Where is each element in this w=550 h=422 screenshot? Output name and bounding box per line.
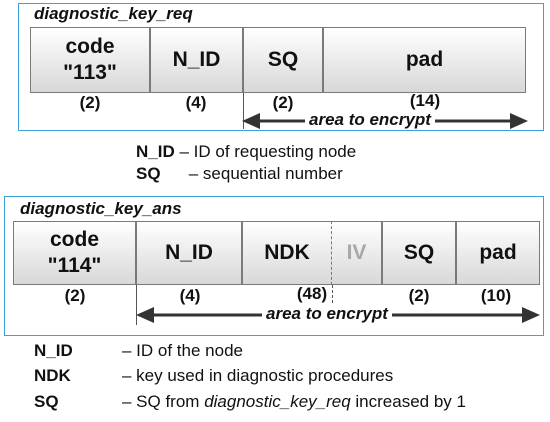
req-pad-cell: pad <box>323 27 526 93</box>
req-frame <box>18 3 544 131</box>
ans-pad-label: pad <box>479 240 517 264</box>
ans-size-sq: (2) <box>408 286 430 305</box>
ans-legend-ndk-desc: – key used in diagnostic procedures <box>122 366 394 385</box>
ans-iv-cell: IV <box>332 221 382 285</box>
req-size-sq: (2) <box>272 93 294 112</box>
req-legend-nid: N_ID – ID of requesting node <box>136 142 356 162</box>
ans-sq-label: SQ <box>403 240 435 264</box>
ans-code-label: code <box>49 227 99 251</box>
ans-code-cell: code "114" <box>13 221 136 285</box>
req-code-label: code <box>65 34 115 58</box>
ans-pad-cell: pad <box>456 221 540 285</box>
ans-legend-sq-term: SQ <box>34 392 59 411</box>
ans-nid-label: N_ID <box>165 240 213 264</box>
req-code-cell: code "113" <box>30 27 150 93</box>
ans-ndk-label: NDK <box>264 240 310 264</box>
ans-legend-nid: N_ID – ID of the node <box>34 341 243 361</box>
req-size-nid: (4) <box>185 93 207 112</box>
ans-title: diagnostic_key_ans <box>20 199 182 218</box>
req-size-code: (2) <box>79 93 101 112</box>
req-encrypt-label: area to encrypt <box>305 110 435 130</box>
ans-legend-sq-ref: diagnostic_key_req <box>204 392 351 411</box>
ans-size-nid: (4) <box>179 286 201 305</box>
ans-size-ndk: (48) <box>296 284 328 303</box>
ans-legend-ndk-term: NDK <box>34 366 71 385</box>
req-legend-sq-desc: – sequential number <box>188 164 343 183</box>
ans-ndk-cell: NDK <box>242 221 332 285</box>
req-legend-nid-term: N_ID <box>136 142 175 161</box>
ans-frame <box>4 196 544 336</box>
ans-size-pad: (10) <box>480 286 512 305</box>
req-size-pad: (14) <box>409 91 441 110</box>
req-legend-nid-desc: – ID of requesting node <box>179 142 357 161</box>
req-nid-cell: N_ID <box>150 27 243 93</box>
ans-encrypt-divider <box>136 285 137 325</box>
ans-legend-nid-desc: – ID of the node <box>122 341 243 360</box>
ans-sq-cell: SQ <box>382 221 456 285</box>
req-nid-label: N_ID <box>172 47 221 71</box>
ans-size-code: (2) <box>64 286 86 305</box>
ans-legend-sq-tail: increased by 1 <box>350 392 466 411</box>
ans-encrypt-label: area to encrypt <box>262 304 392 324</box>
req-code-value: "113" <box>63 61 117 84</box>
req-legend-sq: SQ – sequential number <box>136 164 343 184</box>
ans-nid-cell: N_ID <box>136 221 242 285</box>
ans-legend-ndk: NDK – key used in diagnostic procedures <box>34 366 393 386</box>
req-title: diagnostic_key_req <box>34 4 193 23</box>
ans-iv-label: IV <box>346 240 367 264</box>
ans-legend-sq-desc: – SQ from <box>122 392 205 411</box>
req-sq-cell: SQ <box>243 27 323 93</box>
ans-code-value: "114" <box>47 254 102 277</box>
req-legend-sq-term: SQ <box>136 164 161 183</box>
ans-legend-sq: SQ – SQ from diagnostic_key_req increased… <box>34 392 466 412</box>
ans-legend-nid-term: N_ID <box>34 341 73 360</box>
req-sq-label: SQ <box>267 47 299 71</box>
req-encrypt-divider <box>243 93 244 129</box>
ans-ndk-iv-divider-ext <box>332 285 333 303</box>
req-pad-label: pad <box>405 47 444 71</box>
